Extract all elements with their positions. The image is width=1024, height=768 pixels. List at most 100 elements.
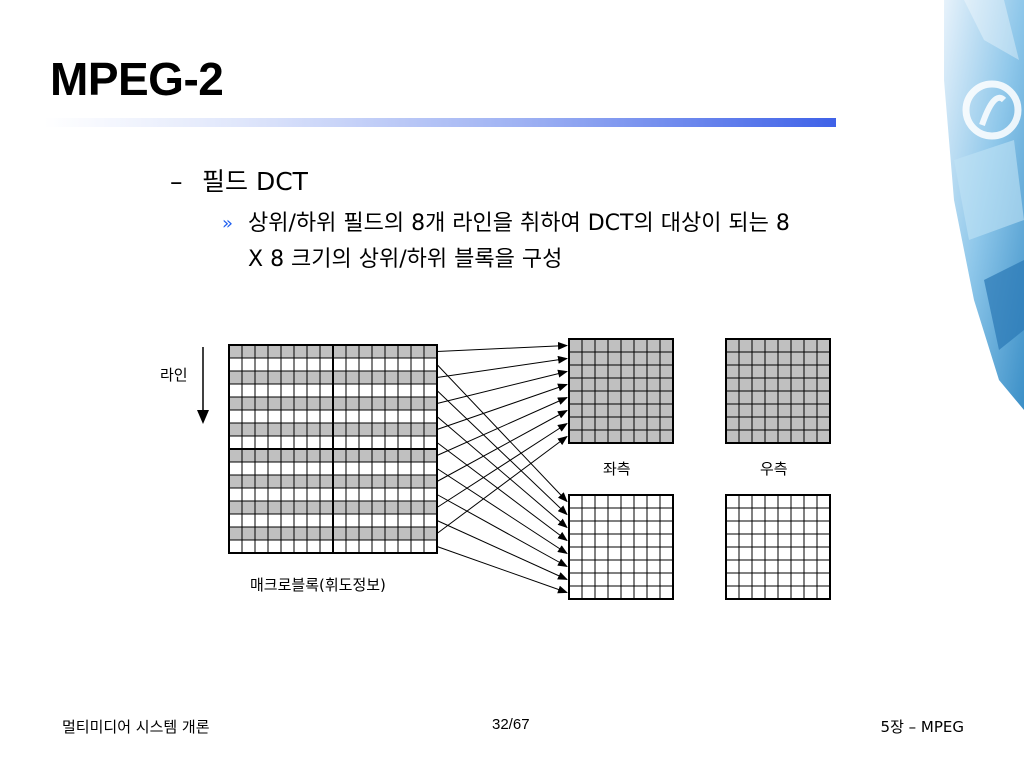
grid-cell [816, 507, 831, 522]
grid-cell [280, 409, 295, 424]
line-direction-arrowhead [197, 410, 209, 424]
grid-cell [633, 390, 648, 405]
grid-cell [280, 474, 295, 489]
grid-cell [228, 383, 243, 398]
grid-cell [764, 559, 779, 574]
grid-cell [358, 487, 373, 502]
grid-cell [410, 409, 425, 424]
grid-cell [306, 357, 321, 372]
grid-cell [228, 474, 243, 489]
grid-cell [228, 487, 243, 502]
grid-cell [725, 364, 740, 379]
grid-cell [371, 383, 386, 398]
chevron-marker: » [222, 213, 234, 234]
grid-cell [280, 461, 295, 476]
grid-cell [241, 344, 256, 359]
grid-cell [790, 377, 805, 392]
grid-cell [267, 422, 282, 437]
grid-cell [777, 520, 792, 535]
grid-cell [332, 461, 347, 476]
grid-cell [646, 416, 661, 431]
grid-cell [568, 559, 583, 574]
grid-cell [725, 559, 740, 574]
mapping-arrow [436, 422, 568, 508]
grid-cell [345, 409, 360, 424]
grid-cell [228, 435, 243, 450]
grid-cell [568, 572, 583, 587]
grid-cell [790, 364, 805, 379]
grid-cell [371, 474, 386, 489]
grid-cell [345, 500, 360, 515]
grid-cell [332, 435, 347, 450]
grid-cell [646, 559, 661, 574]
grid-cell [594, 351, 609, 366]
grid-cell [594, 338, 609, 353]
grid-cell [659, 364, 674, 379]
mapping-arrows [436, 341, 568, 594]
bullet-level1-text: 필드 DCT [202, 167, 308, 196]
grid-cell [423, 526, 438, 541]
grid-cell [620, 364, 635, 379]
grid-cell [790, 572, 805, 587]
grid-cell [280, 357, 295, 372]
grid-cell [620, 559, 635, 574]
grid-cell [358, 448, 373, 463]
grid-cell [306, 409, 321, 424]
grid-cell [581, 546, 596, 561]
grid-cell [607, 429, 622, 444]
bottom-right-block-white [725, 494, 831, 600]
grid-cell [594, 533, 609, 548]
grid-cell [568, 416, 583, 431]
grid-cell [659, 403, 674, 418]
grid-cell [358, 357, 373, 372]
grid-cell [306, 487, 321, 502]
grid-cell [345, 383, 360, 398]
grid-cell [764, 507, 779, 522]
grid-cell [306, 435, 321, 450]
grid-cell [751, 351, 766, 366]
grid-cell [319, 461, 334, 476]
grid-cell [751, 494, 766, 509]
grid-cell [267, 344, 282, 359]
grid-cell [607, 585, 622, 600]
grid-cell [803, 377, 818, 392]
grid-cell [568, 585, 583, 600]
grid-cell [568, 546, 583, 561]
grid-cell [371, 539, 386, 554]
grid-cell [254, 422, 269, 437]
grid-cell [581, 507, 596, 522]
grid-cell [397, 357, 412, 372]
grid-cell [384, 513, 399, 528]
grid-cell [293, 409, 308, 424]
grid-cell [738, 416, 753, 431]
grid-cell [332, 500, 347, 515]
grid-cell [764, 533, 779, 548]
grid-cell [764, 338, 779, 353]
grid-cell [568, 533, 583, 548]
grid-cell [790, 338, 805, 353]
grid-cell [397, 396, 412, 411]
grid-cell [816, 351, 831, 366]
grid-cell [345, 526, 360, 541]
grid-cell [738, 390, 753, 405]
grid-cell [816, 546, 831, 561]
grid-cell [397, 370, 412, 385]
grid-cell [646, 403, 661, 418]
grid-cell [581, 429, 596, 444]
grid-cell [319, 487, 334, 502]
grid-cell [397, 487, 412, 502]
grid-cell [659, 390, 674, 405]
grid-cell [725, 390, 740, 405]
grid-cell [607, 351, 622, 366]
mapping-arrow [436, 383, 568, 430]
grid-cell [738, 338, 753, 353]
grid-cell [254, 344, 269, 359]
grid-cell [267, 396, 282, 411]
grid-cell [423, 513, 438, 528]
grid-cell [254, 409, 269, 424]
mapping-arrow [436, 355, 568, 378]
grid-cell [228, 526, 243, 541]
grid-cell [280, 344, 295, 359]
grid-cell [358, 409, 373, 424]
grid-cell [659, 507, 674, 522]
